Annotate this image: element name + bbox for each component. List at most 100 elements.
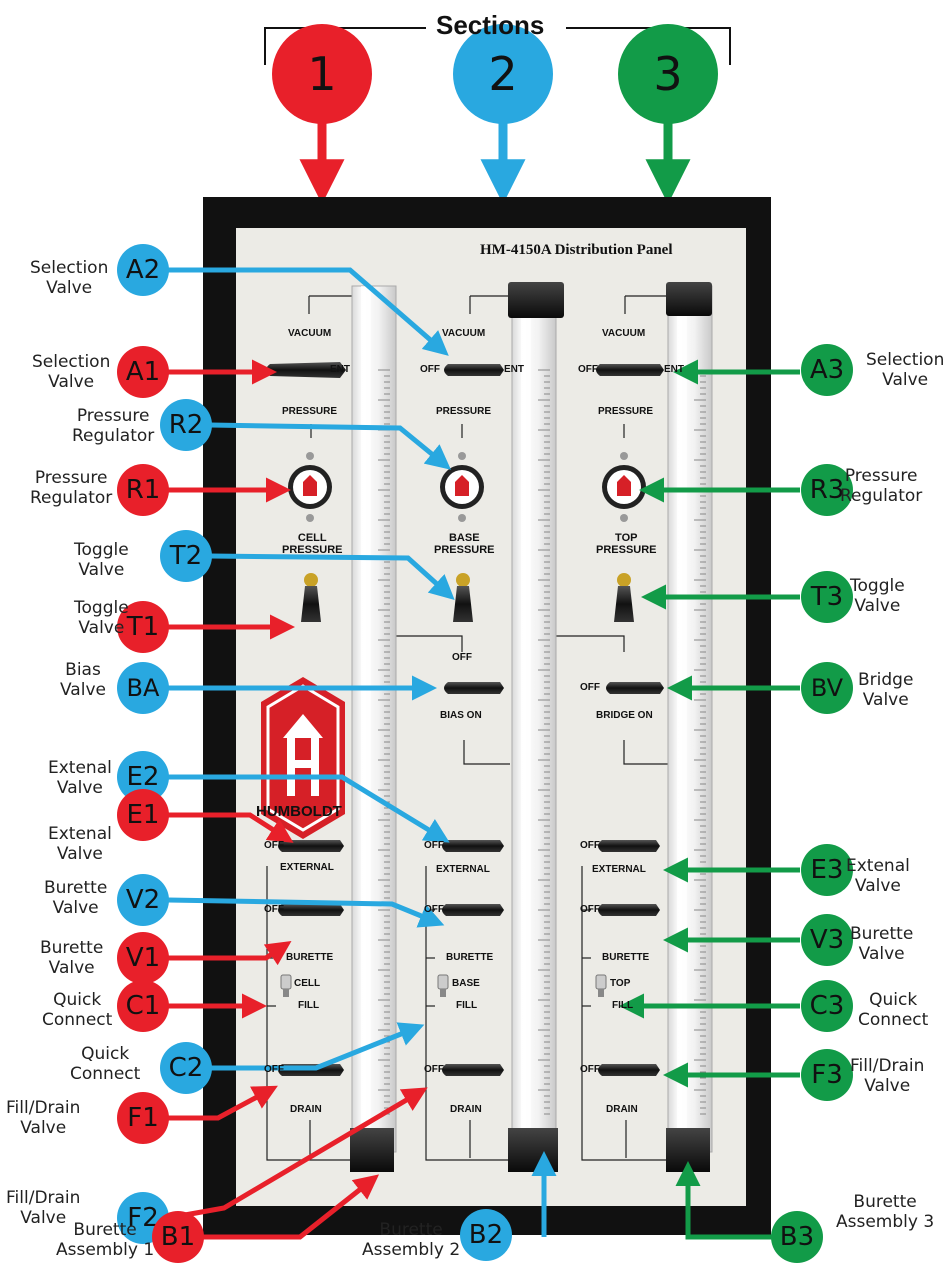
external-valve-3[interactable] xyxy=(598,840,660,852)
off-label-f3: OFF xyxy=(580,1064,600,1075)
callout-t3-line1: Toggle xyxy=(850,576,905,596)
callout-a2-line1: Selection xyxy=(30,258,109,278)
fill-drain-valve-3[interactable] xyxy=(598,1064,660,1076)
callout-v1-line1: Burette xyxy=(40,938,104,958)
burette-label-3: BURETTE xyxy=(602,952,650,963)
pressure-label-1: PRESSURE xyxy=(282,406,338,417)
arrow-r2 xyxy=(209,422,451,470)
burette-valve-1[interactable] xyxy=(278,904,344,916)
callout-c1-code: C1 xyxy=(126,991,161,1021)
callout-ba: BA xyxy=(117,662,169,714)
selection-valve-1[interactable] xyxy=(266,362,346,378)
callout-e1-code: E1 xyxy=(127,800,160,830)
top-pressure-label: TOP PRESSURE xyxy=(596,532,657,556)
callout-f1-line2: Valve xyxy=(20,1118,67,1138)
external-valve-2[interactable] xyxy=(442,840,504,852)
callout-e1-line1: Extenal xyxy=(48,824,112,844)
toggle-valve-3[interactable] xyxy=(614,573,634,622)
callout-v3-code: V3 xyxy=(810,925,844,955)
bias-valve[interactable] xyxy=(444,682,504,694)
arrow-b3 xyxy=(675,1161,800,1240)
callout-e2-line2: Valve xyxy=(56,778,103,798)
callout-t2-code: T2 xyxy=(169,541,202,571)
burette-valve-2[interactable] xyxy=(442,904,504,916)
vacuum-label-2: VACUUM xyxy=(442,328,486,339)
fill-label-1: FILL xyxy=(298,1000,320,1011)
callout-bv-code: BV xyxy=(811,674,844,702)
callout-e2: E2 xyxy=(117,751,169,803)
callout-bv: BV xyxy=(801,662,853,714)
callout-a1-code: A1 xyxy=(126,357,160,387)
callout-v1-line2: Valve xyxy=(48,958,95,978)
arrow-v2 xyxy=(167,897,445,928)
callout-ba-line1: Bias xyxy=(65,660,101,680)
callout-e3-line2: Valve xyxy=(854,876,901,896)
bridge-valve[interactable] xyxy=(606,682,664,694)
callout-f2-line1: Fill/Drain xyxy=(6,1188,81,1208)
callout-t3: T3 xyxy=(801,571,853,623)
pressure-regulator-2[interactable] xyxy=(440,452,484,522)
callout-t1-code: T1 xyxy=(126,612,159,642)
callout-f1-line1: Fill/Drain xyxy=(6,1098,81,1118)
callout-r1-line1: Pressure xyxy=(34,468,108,488)
base-pressure-label: BASE PRESSURE xyxy=(434,532,495,556)
callout-c2-code: C2 xyxy=(169,1053,204,1083)
callout-a2: A2 xyxy=(117,244,169,296)
callout-v1-code: V1 xyxy=(126,943,160,973)
callout-e3-code: E3 xyxy=(811,855,844,885)
callout-r1-line2: Regulator xyxy=(30,488,113,508)
arrow-a2 xyxy=(168,267,449,356)
callout-b2-line2: Assembly 2 xyxy=(362,1240,461,1260)
burette-valve-3[interactable] xyxy=(598,904,660,916)
callout-t3-code: T3 xyxy=(810,582,843,612)
external-label-2: EXTERNAL xyxy=(436,864,490,875)
callout-c1-line2: Connect xyxy=(42,1010,113,1030)
quick-connect-2[interactable] xyxy=(437,974,449,997)
quick-connect-3[interactable] xyxy=(595,974,607,997)
burette-3 xyxy=(666,282,713,1172)
pressure-regulator-1[interactable] xyxy=(288,452,332,522)
callout-ba-line2: Valve xyxy=(60,680,106,700)
toggle-valve-1[interactable] xyxy=(301,573,321,622)
toggle-valve-2[interactable] xyxy=(453,573,473,622)
callout-b3-line2: Assembly 3 xyxy=(836,1212,935,1232)
callout-c3: C3 xyxy=(801,980,853,1032)
callout-b1-line2: Assembly 1 xyxy=(56,1240,155,1260)
callout-r3-line1: Pressure xyxy=(844,466,918,486)
section-3-number: 3 xyxy=(653,47,682,101)
selection-valve-2[interactable] xyxy=(444,364,504,376)
callout-t2-line2: Valve xyxy=(78,560,125,580)
callout-c2-line2: Connect xyxy=(70,1064,141,1084)
quick-connect-1[interactable] xyxy=(280,974,292,997)
bias-off-label: OFF xyxy=(452,652,472,663)
callout-a3-code: A3 xyxy=(810,355,844,385)
external-valve-1[interactable] xyxy=(278,840,344,852)
section-1-number: 1 xyxy=(307,47,336,101)
bridge-off-label: OFF xyxy=(580,682,600,693)
callout-c1: C1 xyxy=(117,980,169,1032)
section-1-indicator: 1 xyxy=(272,24,372,205)
pressure-regulator-3[interactable] xyxy=(602,452,646,522)
selection-valve-3[interactable] xyxy=(596,364,664,376)
fill-drain-valve-2[interactable] xyxy=(442,1064,504,1076)
callout-v3: V3 xyxy=(801,914,853,966)
panel-title: HM-4150A Distribution Panel xyxy=(480,242,673,258)
fill-label-2: FILL xyxy=(456,1000,478,1011)
burette-label-1: BURETTE xyxy=(286,952,334,963)
base-pressure-line2: PRESSURE xyxy=(434,544,495,556)
